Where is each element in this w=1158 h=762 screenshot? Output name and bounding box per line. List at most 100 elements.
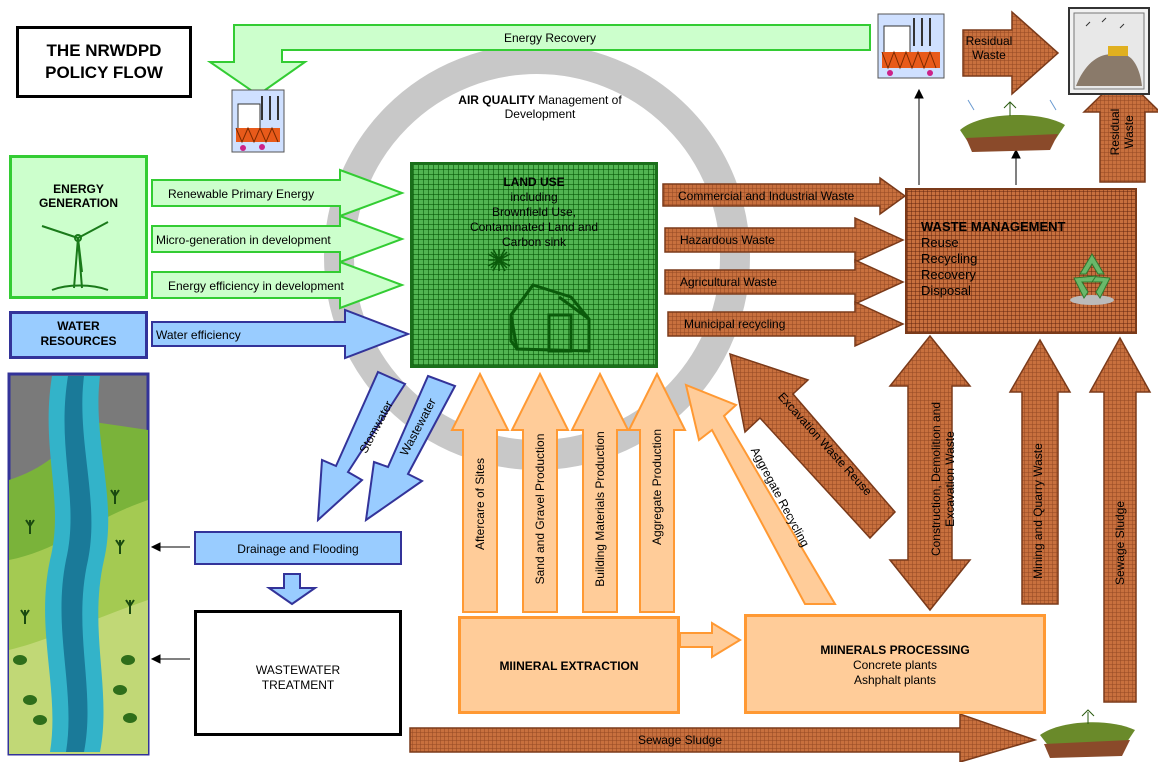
- minerals-processing-line-2: Ashphalt plants: [853, 673, 937, 687]
- municipal-recycling-arrow: [667, 300, 905, 348]
- commercial-waste-arrow: [662, 176, 907, 216]
- land-use-box: LAND USE including Brownfield Use, Conta…: [410, 162, 658, 368]
- cde-double-arrow: [888, 334, 972, 612]
- agricultural-waste-label: Agricultural Waste: [680, 275, 777, 289]
- air-quality-bold: AIR QUALITY: [458, 93, 535, 107]
- water-resources-box: WATER RESOURCES: [9, 311, 148, 359]
- micro-generation-arrow: [151, 214, 405, 264]
- water-efficiency-label: Water efficiency: [156, 328, 241, 342]
- drainage-down-arrow: [265, 573, 319, 606]
- recycle-icon: [1070, 253, 1114, 305]
- energy-recovery-arrow: [206, 24, 871, 97]
- minerals-processing-line-1: Concrete plants: [852, 658, 938, 672]
- title-line-1: THE NRWDPD: [46, 41, 162, 60]
- waste-management-box: WASTE MANAGEMENT Reuse Recycling Recover…: [905, 188, 1137, 334]
- water-resources-line-1: WATER: [57, 319, 100, 333]
- residual-waste-right-arrow: [962, 10, 1060, 96]
- sewage-sludge-up-arrow: [1088, 336, 1152, 703]
- sewage-sludge-bottom-arrow: [409, 712, 1038, 762]
- drainage-flooding-box: Drainage and Flooding: [194, 531, 402, 565]
- minerals-processing-title: MIINERALS PROCESSING: [820, 643, 970, 657]
- air-quality-line-2: Development: [504, 107, 576, 121]
- water-efficiency-arrow: [151, 308, 411, 360]
- hazardous-waste-arrow: [664, 216, 905, 264]
- energy-efficiency-label: Energy efficiency in development: [168, 279, 344, 293]
- power-plant-icon: [231, 89, 285, 153]
- water-resources-line-2: RESOURCES: [40, 334, 117, 348]
- soil-icon: [960, 99, 1065, 152]
- landfill-icon: [1068, 7, 1150, 95]
- land-use-title: LAND USE: [503, 175, 565, 189]
- power-plant-icon: [877, 13, 945, 79]
- minerals-processing-text: MIINERALS PROCESSING Concrete plants Ash…: [747, 643, 1043, 688]
- title-box: THE NRWDPD POLICY FLOW: [16, 26, 192, 98]
- stormwater-arrow: [316, 370, 407, 523]
- cde-line-1: Construction, Demolition and: [929, 401, 943, 557]
- minerals-processing-box: MIINERALS PROCESSING Concrete plants Ash…: [744, 614, 1046, 714]
- residual-waste-right-label: Residual Waste: [965, 34, 1013, 62]
- wastewater-treatment-line-2: TREATMENT: [261, 678, 335, 692]
- wastewater-treatment-label: WASTEWATER TREATMENT: [197, 663, 399, 693]
- micro-generation-label: Micro-generation in development: [156, 233, 331, 247]
- commercial-waste-label: Commercial and Industrial Waste: [678, 189, 855, 203]
- wastewater-arrow: [364, 374, 457, 523]
- river-landscape-icon: [7, 372, 150, 756]
- municipal-recycling-label: Municipal recycling: [684, 317, 786, 331]
- extraction-to-processing-arrow: [679, 621, 742, 659]
- air-quality-rest: Management of: [534, 93, 622, 107]
- waste-management-item-disposal: Disposal: [921, 283, 971, 298]
- air-quality-label: AIR QUALITY Management of Development: [420, 93, 660, 121]
- residual-up-line-1: Residual: [1108, 108, 1122, 156]
- residual-right-line-2: Waste: [972, 48, 1006, 62]
- residual-waste-up-label: Residual Waste: [1108, 102, 1136, 162]
- energy-generation-line-2: GENERATION: [38, 196, 119, 210]
- wind-turbine-icon: [41, 221, 109, 291]
- mining-waste-label: Mining and Quarry Waste: [1031, 443, 1045, 579]
- residual-up-line-2: Waste: [1122, 115, 1136, 149]
- mineral-extraction-label: MIINERAL EXTRACTION: [499, 659, 639, 673]
- land-use-line-3: Contaminated Land and: [469, 220, 599, 234]
- pointer-arrows: [150, 88, 1021, 664]
- waste-management-item-recycling: Recycling: [921, 251, 978, 266]
- renewable-energy-label: Renewable Primary Energy: [168, 187, 315, 201]
- sand-gravel-arrow: [510, 371, 570, 613]
- mineral-extraction-box: MIINERAL EXTRACTION: [458, 616, 680, 714]
- land-use-line-2: Brownfield Use,: [491, 205, 577, 219]
- excavation-reuse-arrow: [729, 352, 897, 540]
- land-use-art: [487, 248, 591, 353]
- aftercare-arrow: [450, 371, 510, 613]
- soil-icon: [1040, 709, 1135, 758]
- energy-generation-line-1: ENERGY: [53, 182, 104, 196]
- agricultural-waste-arrow: [664, 258, 905, 306]
- energy-recovery-label: Energy Recovery: [503, 31, 597, 45]
- land-use-text: LAND USE including Brownfield Use, Conta…: [413, 175, 655, 250]
- aggregate-production-label: Aggregate Production: [650, 428, 664, 546]
- waste-management-item-reuse: Reuse: [921, 235, 959, 250]
- sewage-sludge-up-label: Sewage Sludge: [1113, 500, 1127, 586]
- aggregate-recycling-arrow: [684, 383, 837, 605]
- waste-management-title: WASTE MANAGEMENT: [921, 219, 1066, 234]
- land-use-line-4: Carbon sink: [501, 235, 567, 249]
- energy-efficiency-arrow: [151, 260, 405, 310]
- land-use-line-1: including: [510, 190, 558, 204]
- renewable-energy-arrow: [151, 168, 405, 218]
- building-materials-label: Building Materials Production: [593, 431, 607, 587]
- mining-waste-arrow: [1008, 338, 1072, 605]
- energy-generation-title: ENERGY GENERATION: [12, 182, 145, 210]
- cde-line-2: Excavation Waste: [943, 431, 957, 527]
- sand-gravel-label: Sand and Gravel Production: [533, 433, 547, 585]
- residual-right-line-1: Residual: [965, 34, 1013, 48]
- hazardous-waste-label: Hazardous Waste: [680, 233, 775, 247]
- drainage-flooding-label: Drainage and Flooding: [237, 542, 359, 556]
- aftercare-label: Aftercare of Sites: [473, 457, 487, 551]
- cde-label: Construction, Demolition and Excavation …: [929, 394, 957, 564]
- building-materials-arrow: [570, 371, 630, 613]
- house-icon: [509, 283, 591, 353]
- energy-generation-box: ENERGY GENERATION: [9, 155, 148, 299]
- title-line-2: POLICY FLOW: [45, 63, 163, 82]
- wastewater-treatment-line-1: WASTEWATER: [255, 663, 341, 677]
- aggregate-production-arrow: [627, 371, 687, 613]
- wastewater-treatment-box: WASTEWATER TREATMENT: [194, 610, 402, 736]
